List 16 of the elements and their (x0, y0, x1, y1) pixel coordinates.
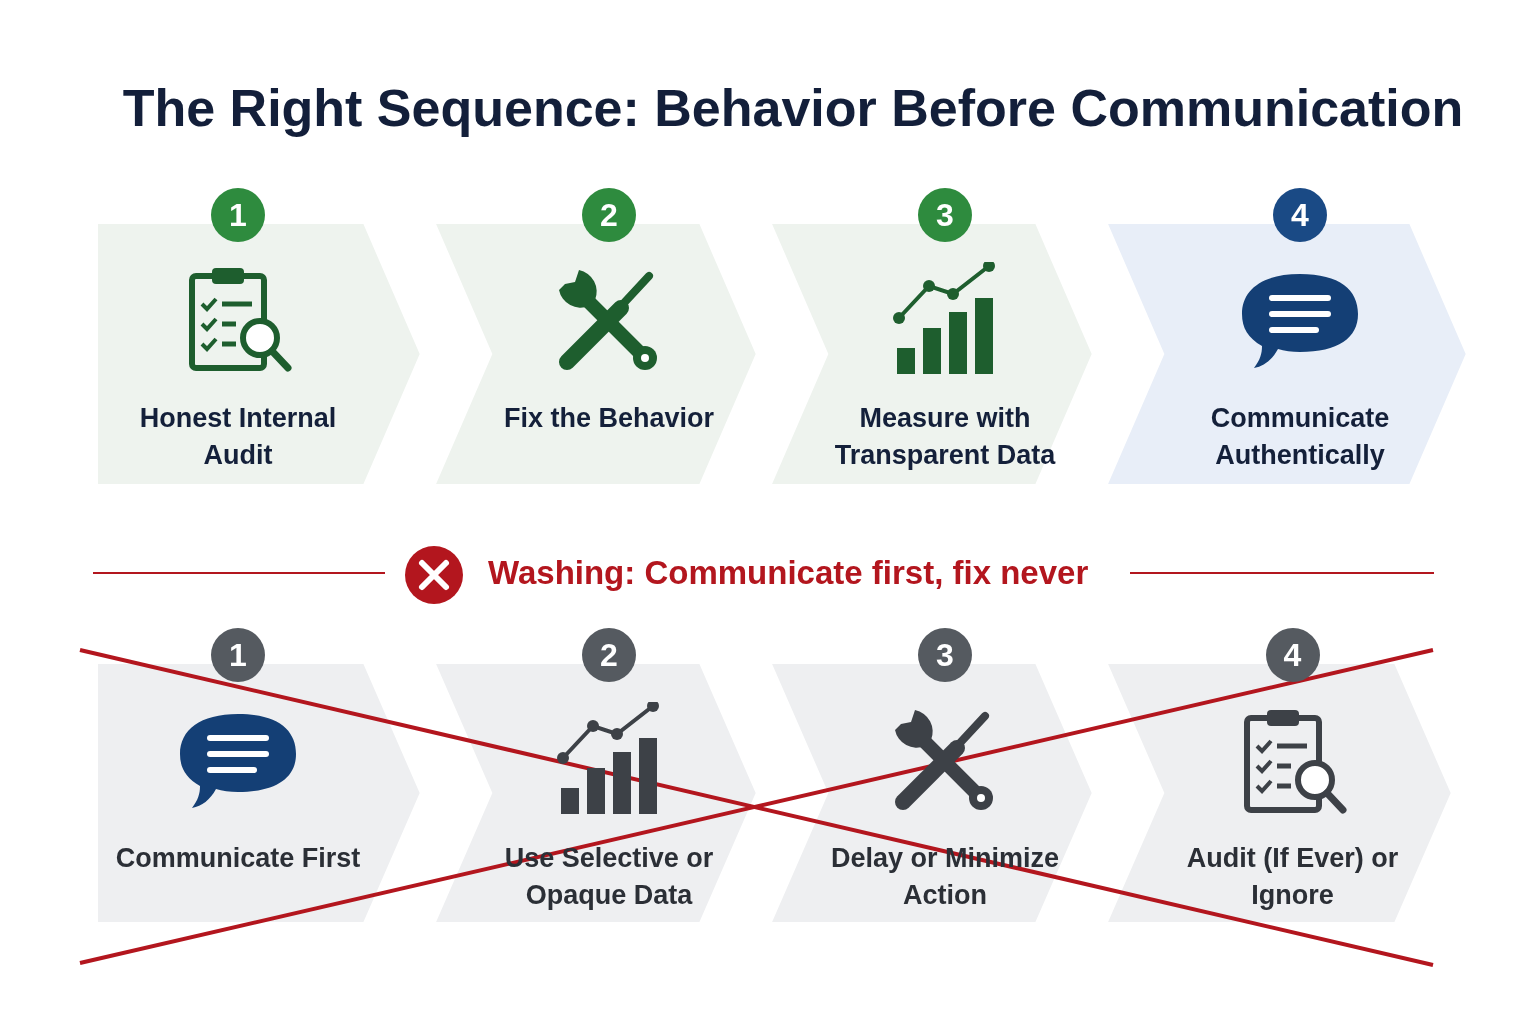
step-label: Communicate Authentically (1209, 402, 1391, 472)
step-number: 3 (918, 188, 972, 242)
step-label: Audit (If Ever) or Ignore (1185, 842, 1400, 912)
step-number: 4 (1273, 188, 1327, 242)
step-label: Measure with Transparent Data (833, 402, 1057, 472)
step-number: 2 (582, 628, 636, 682)
warning-text: Washing: Communicate first, fix never (488, 554, 1089, 592)
title: The Right Sequence: Behavior Before Communication (121, 78, 1465, 138)
step-label: Communicate First (114, 842, 362, 875)
step-label: Honest Internal Audit (138, 402, 338, 472)
step-number: 3 (918, 628, 972, 682)
step-number: 2 (582, 188, 636, 242)
step-label: Fix the Behavior (502, 402, 716, 435)
step-number: 4 (1265, 628, 1320, 682)
step-number: 1 (211, 188, 265, 242)
step-number: 1 (211, 628, 265, 682)
